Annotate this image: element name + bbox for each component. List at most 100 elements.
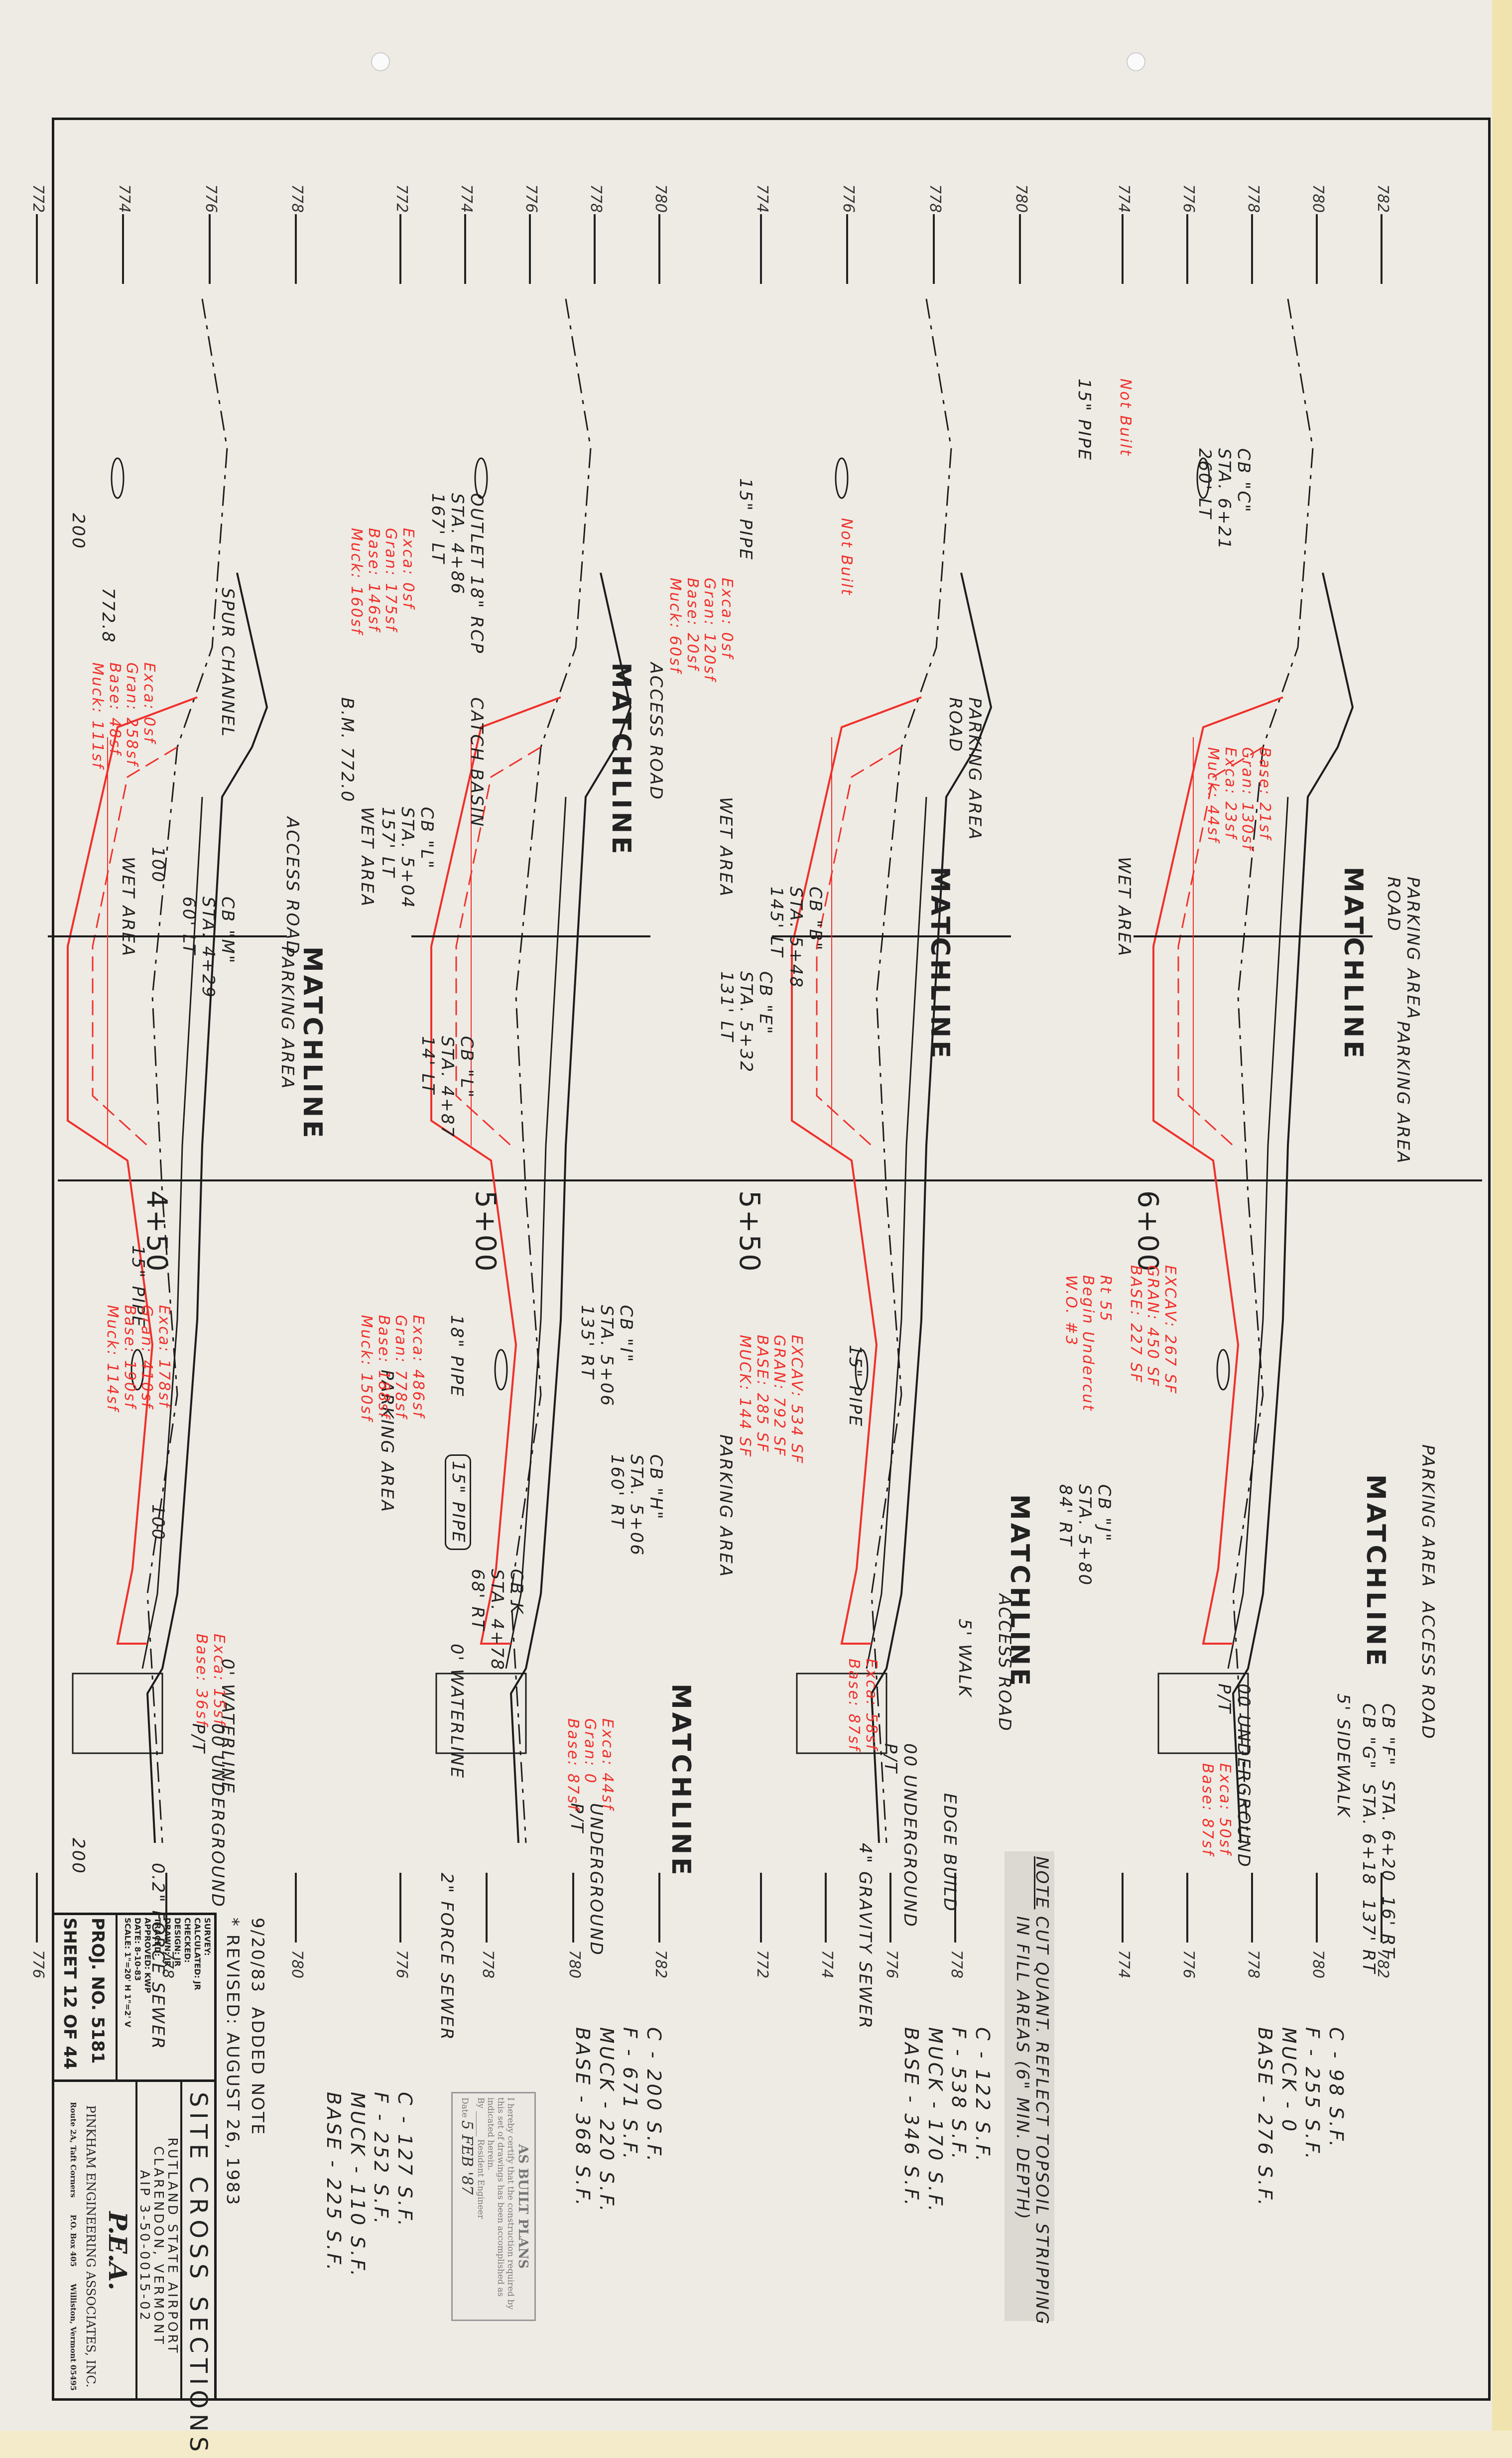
- cross-section-3: [411, 298, 650, 1843]
- granular-outline: [1177, 746, 1263, 1147]
- wet-area-label: WET AREA: [357, 807, 377, 908]
- design-field: DESIGN: JR: [173, 1918, 182, 1967]
- pipe-icon: [835, 457, 849, 499]
- matchline-label: MATCHLINE: [925, 867, 955, 1061]
- approved-field: APPROVED: KWP: [143, 1918, 152, 1993]
- existing-ground-line: [146, 298, 228, 1843]
- pipe-icon: [855, 1349, 869, 1391]
- project-info: PROJ. NO. 5181 SHEET 12 OF 44: [56, 1918, 112, 2070]
- quantity-callout: EXCAV: 267 SF GRAN: 450 SF BASE: 227 SF: [1127, 1265, 1179, 1395]
- punch-hole: [371, 52, 390, 71]
- catch-basin-label: CB "E" STA. 5+32 131' LT: [716, 971, 775, 1074]
- note-text: CUT QUANT. REFLECT TOPSOIL STRIPPING IN …: [1012, 1916, 1052, 2326]
- area-label: PARKING AREA ROAD: [945, 697, 985, 841]
- existing-ground-line: [1232, 298, 1314, 1843]
- address-line: P.O. Box 405: [69, 2214, 78, 2267]
- paper-edge-bottom: [0, 2431, 1512, 2458]
- stamp-date-label: Date: [460, 2097, 470, 2118]
- excavation-outline: [791, 696, 922, 1645]
- elevation-tick: [846, 214, 849, 284]
- project-number: PROJ. NO. 5181: [88, 1918, 108, 2064]
- elevation-tick: [1316, 1873, 1318, 1942]
- elevation-tick-label: 772: [29, 184, 47, 213]
- paper-edge: [1492, 0, 1512, 2458]
- quantity-callout: Exca: 58sf Base: 87sf: [845, 1659, 881, 1752]
- elevation-tick: [1122, 1873, 1124, 1942]
- elevation-tick-label: 778: [948, 1950, 965, 1979]
- revision-note: * REVISED: AUGUST 26, 1983: [223, 1918, 243, 2206]
- elevation-tick-label: 776: [883, 1950, 900, 1979]
- stamp-title: AS BUILT PLANS: [515, 2144, 530, 2269]
- elevation-tick-label: 776: [1180, 1950, 1197, 1979]
- project-lines: RUTLAND STATE AIRPORT CLARENDON, VERMONT…: [137, 2102, 180, 2391]
- area-label: ACCESS ROAD: [646, 662, 666, 801]
- excavation-outline: [67, 696, 198, 1645]
- area-label: ACCESS ROAD: [995, 1594, 1014, 1732]
- elevation-tick: [1251, 1873, 1253, 1942]
- elevation-tick: [658, 1873, 660, 1942]
- elevation-tick: [1381, 214, 1383, 284]
- elevation-tick: [122, 214, 125, 284]
- quantity-callout: Exca: 50sf Base: 87sf: [1199, 1763, 1234, 1857]
- catch-basin-label: CATCH BASIN: [467, 697, 487, 828]
- elevation-tick-label: 772: [393, 184, 410, 213]
- utility-trench: [1157, 1673, 1249, 1754]
- quantity-callout: Exca: 0sf Gran: 175sf Base: 146sf Muck: …: [348, 528, 417, 635]
- area-label: ACCESS ROAD: [282, 817, 302, 955]
- stamp-date: 5 FEB '87: [458, 2120, 476, 2195]
- elevation-tick: [529, 214, 531, 284]
- matchline-label: MATCHLINE: [1361, 1474, 1390, 1669]
- elevation-tick: [1251, 214, 1253, 284]
- elevation-tick-label: 776: [840, 184, 858, 213]
- excavation-outline: [1152, 696, 1283, 1645]
- pipe-label: 15" PIPE: [736, 478, 756, 561]
- catch-basin-label: CB "L" STA. 5+04 157' LT: [378, 807, 437, 909]
- sidewalk-label: 5' SIDEWALK: [1333, 1693, 1353, 1818]
- elevation-label: 772.8: [98, 588, 118, 644]
- catch-basin-label: CB "I" STA. 5+06 135' RT: [577, 1305, 636, 1408]
- pipe-icon: [1196, 457, 1210, 499]
- elevation-tick-label: 780: [288, 1950, 306, 1979]
- calculated-field: CALCULATED: JR: [193, 1918, 202, 1990]
- elevation-tick-label: 774: [818, 1950, 836, 1979]
- elevation-tick-label: 774: [458, 184, 475, 213]
- punch-hole: [1127, 52, 1145, 71]
- address-line: Route 2A, Taft Corners: [69, 2102, 78, 2198]
- section-quantities: C - 127 S.F. F - 252 S.F. MUCK - 110 S.F…: [323, 2092, 416, 2279]
- station-label: 5+00: [469, 1190, 502, 1273]
- elevation-tick-label: 776: [202, 184, 220, 213]
- cross-section-2: [772, 298, 1011, 1843]
- granular-outline: [455, 746, 541, 1147]
- subgrade-line: [866, 796, 927, 1669]
- elevation-tick-label: 776: [393, 1950, 410, 1979]
- pipe-icon: [474, 457, 488, 499]
- date-field: DATE: 8-10-83: [133, 1918, 142, 1981]
- design-surface-line: [1232, 572, 1354, 1843]
- edge-build-label: EDGE BUILD: [940, 1793, 960, 1913]
- outlet-label: OUTLET 18" RCP STA. 4+86 167' LT: [427, 493, 487, 654]
- section-quantities: C - 122 S.F. F - 538 S.F. MUCK - 170 S.F…: [900, 2027, 994, 2214]
- elevation-tick-label: 774: [1115, 184, 1133, 213]
- firm-name: PINKHAM ENGINEERING ASSOCIATES, INC.: [84, 2105, 98, 2388]
- pipe-label: 15" PIPE: [1074, 379, 1094, 462]
- elevation-tick: [36, 1873, 38, 1942]
- stamp-role: Resident Engineer: [476, 2139, 486, 2219]
- elevation-tick: [399, 1873, 401, 1942]
- elevation-tick-label: 776: [522, 184, 540, 213]
- sewer-label: 4" GRAVITY SEWER: [855, 1843, 875, 2030]
- elevation-tick-label: 780: [652, 184, 669, 213]
- address-line: Williston, Vermont 05495: [69, 2284, 78, 2391]
- design-surface-line: [870, 572, 993, 1843]
- subgrade-line: [141, 796, 203, 1669]
- elevation-tick: [658, 214, 660, 284]
- as-built-stamp: AS BUILT PLANS I hereby certify that the…: [451, 2092, 536, 2321]
- traced-field: TRACED:: [153, 1918, 162, 1956]
- area-label: PARKING AREA ROAD: [1383, 877, 1423, 1021]
- elevation-tick-label: 778: [1245, 1950, 1262, 1979]
- elevation-tick-label: 774: [116, 184, 133, 213]
- utility-label: 00 UNDERGROUND P/T: [880, 1743, 920, 1928]
- elevation-tick: [399, 214, 401, 284]
- checked-field: CHECKED:: [183, 1918, 192, 1963]
- elevation-tick-label: 778: [288, 184, 306, 213]
